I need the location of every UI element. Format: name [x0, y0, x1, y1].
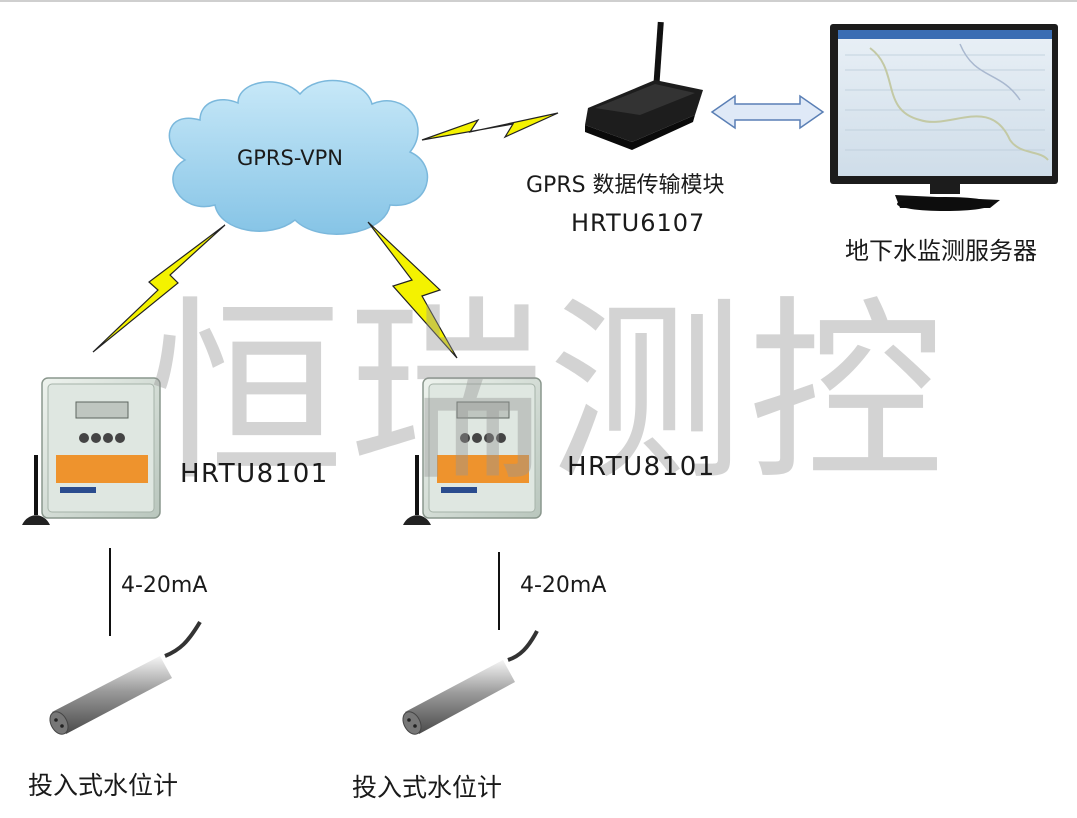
- gateway-name: GPRS 数据传输模块: [526, 173, 725, 198]
- rtu-left-model: HRTU8101: [180, 459, 329, 489]
- rtu-right-model: HRTU8101: [567, 452, 716, 482]
- server-monitor: [830, 24, 1058, 211]
- rtu-left-device: [22, 377, 161, 525]
- top-divider: [0, 0, 1077, 2]
- double-arrow: [710, 94, 825, 130]
- signal-left-label: 4-20mA: [121, 573, 208, 598]
- gateway-model: HRTU6107: [571, 209, 706, 237]
- watermark-text: 恒瑞测控: [148, 280, 949, 508]
- gprs-vpn-cloud: [168, 79, 429, 235]
- rtu-right-device: [403, 377, 542, 525]
- gateway-router: [585, 21, 703, 150]
- wireless-link-left: [92, 224, 226, 353]
- sensor-left-label: 投入式水位计: [28, 771, 179, 800]
- wireless-link-right: [367, 221, 458, 359]
- level-sensor-right: [402, 630, 539, 735]
- server-name: 地下水监测服务器: [845, 237, 1037, 265]
- signal-right-label: 4-20mA: [520, 573, 607, 598]
- cloud-label: GPRS-VPN: [237, 146, 343, 170]
- sensor-right-label: 投入式水位计: [352, 773, 503, 802]
- wireless-link-gateway: [421, 112, 559, 141]
- level-sensor-left: [49, 620, 202, 735]
